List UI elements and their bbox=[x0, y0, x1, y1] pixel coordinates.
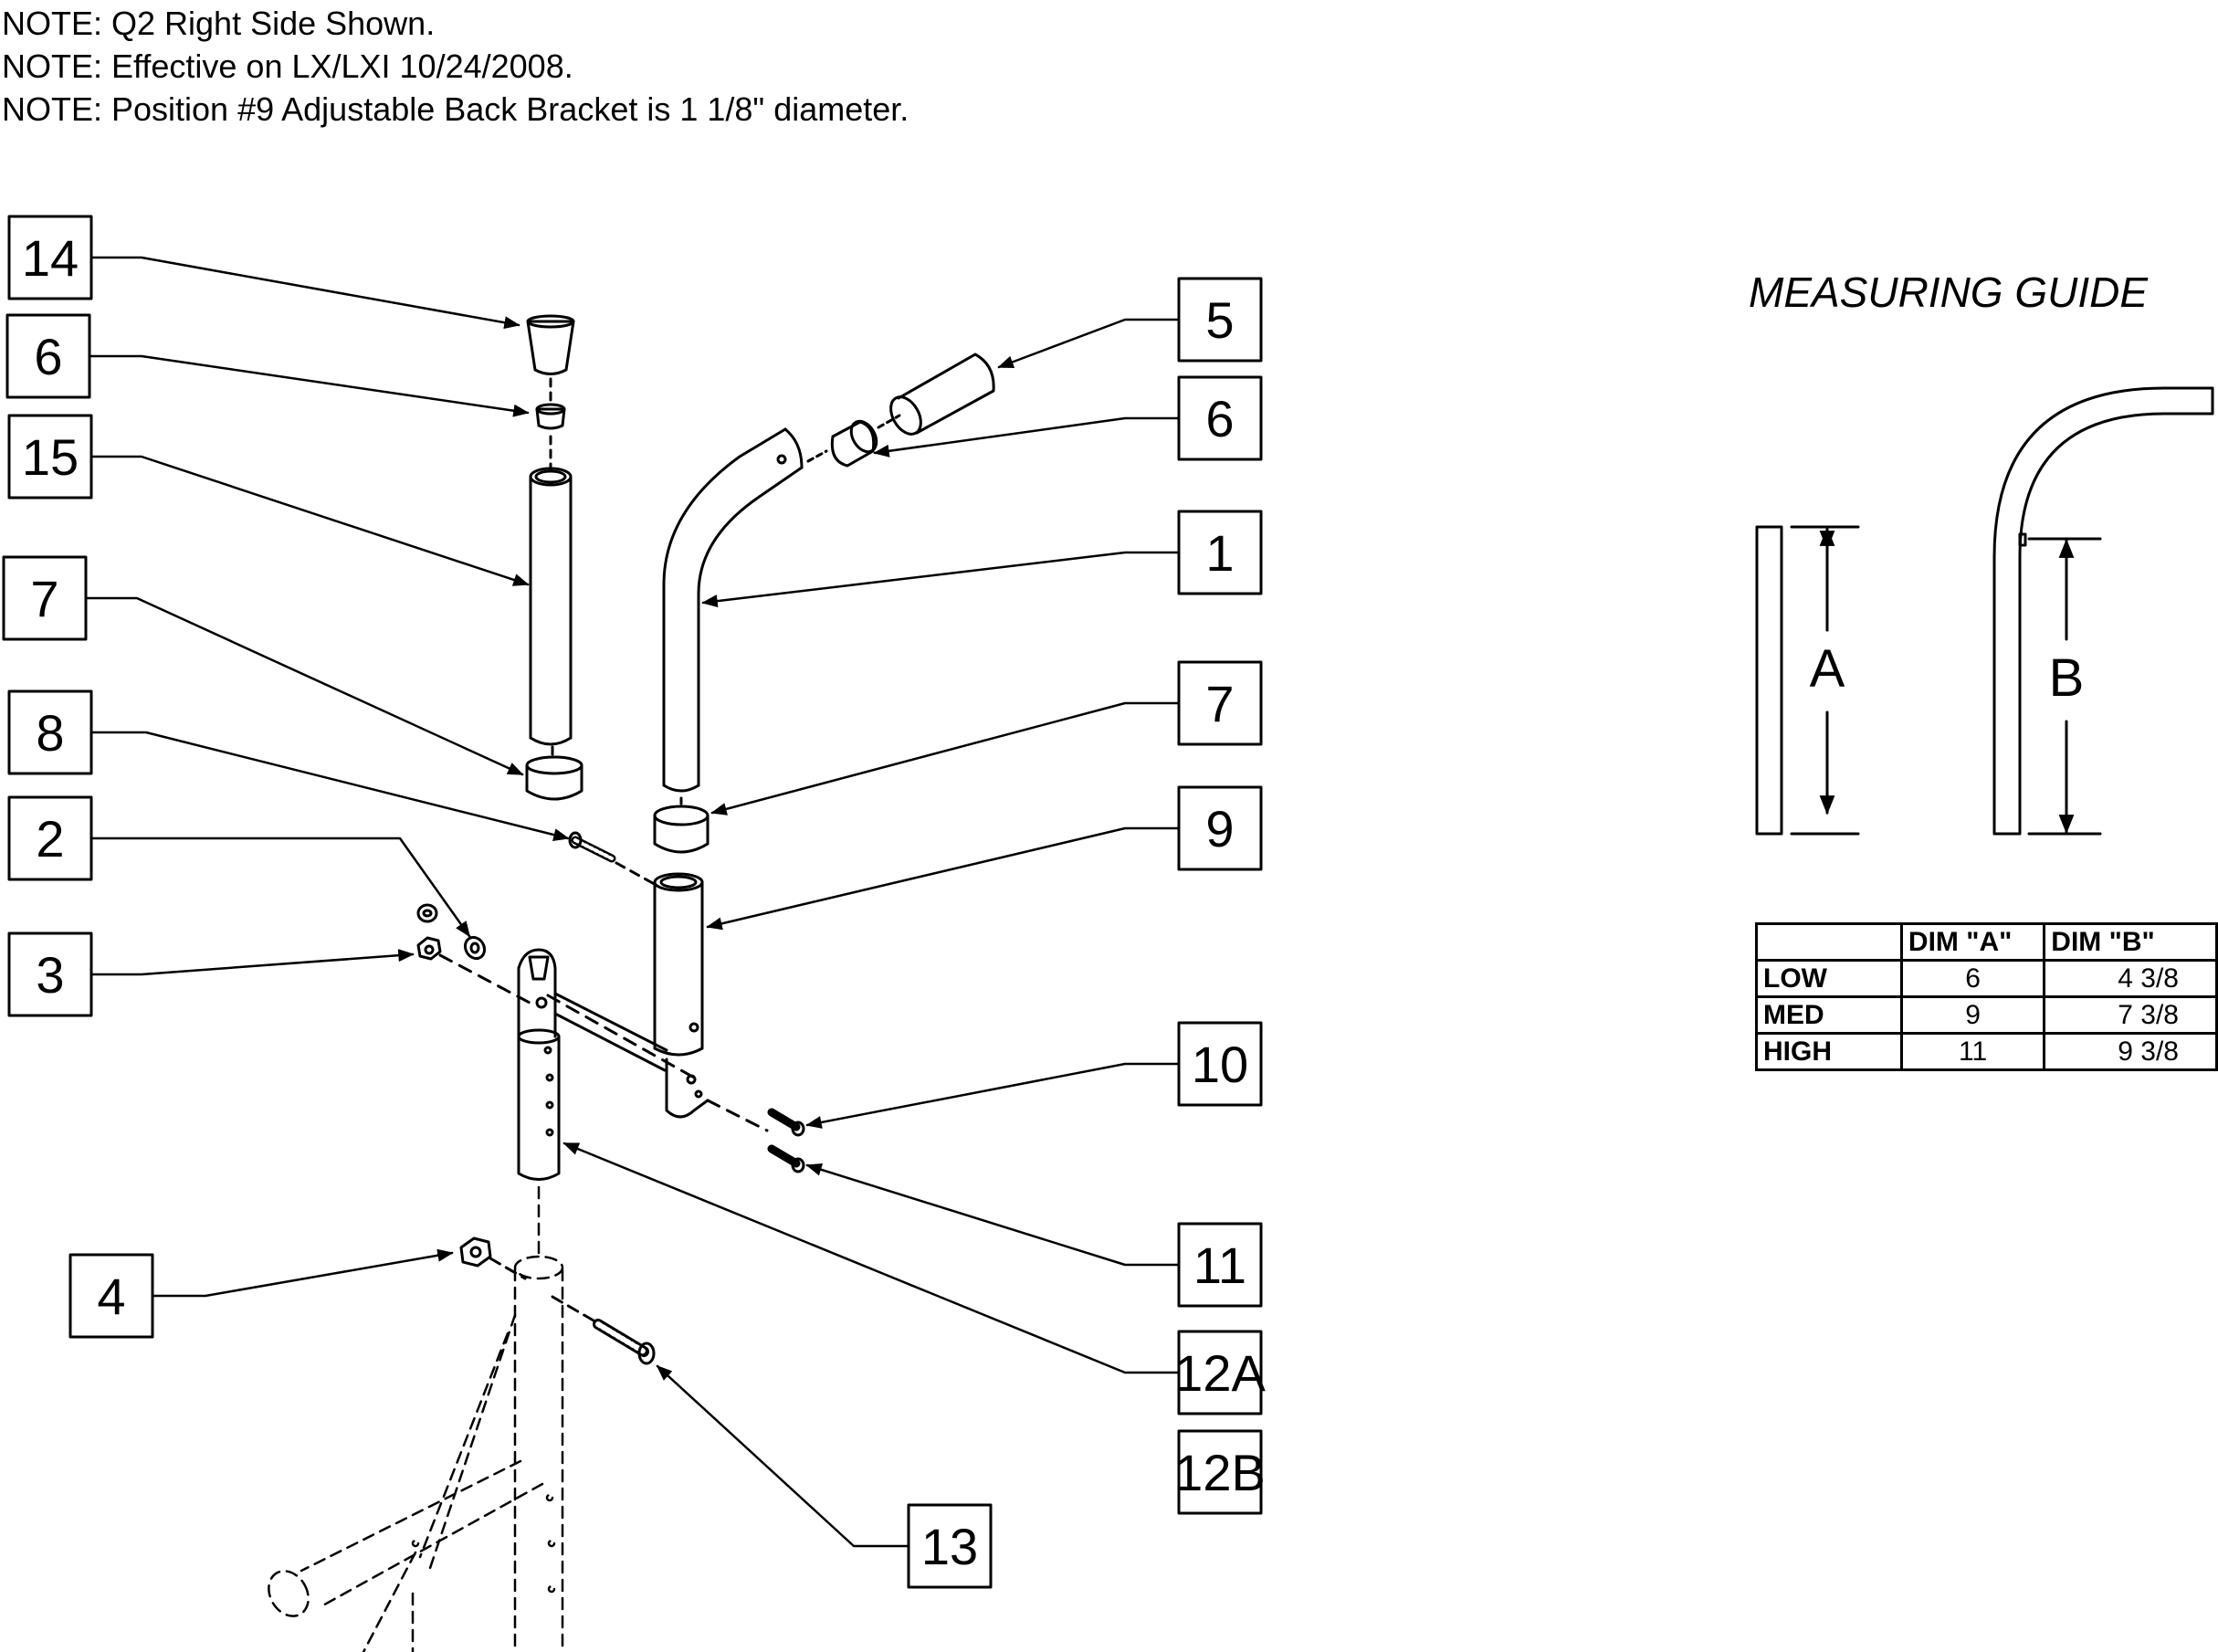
callout-label: 4 bbox=[97, 1268, 125, 1325]
leader-line bbox=[89, 949, 415, 976]
callout-label: 7 bbox=[30, 570, 58, 627]
callout-label: 2 bbox=[36, 810, 64, 868]
measuring-guide-straight-cane bbox=[1755, 525, 1860, 836]
part-bushing bbox=[525, 755, 583, 801]
table-row: MED 9 7 3/8 bbox=[1755, 995, 2218, 1035]
leader-line bbox=[873, 416, 1181, 458]
table-cell: 4 3/8 bbox=[2043, 959, 2218, 998]
measuring-guide-title: MEASURING GUIDE bbox=[1749, 268, 2149, 316]
part-screw bbox=[568, 831, 616, 863]
part-nut bbox=[459, 1236, 492, 1268]
callout-label: 6 bbox=[34, 328, 62, 385]
callout-box-10 bbox=[1177, 1021, 1263, 1107]
part-plug bbox=[535, 403, 566, 430]
leader-line bbox=[89, 256, 520, 330]
leader-line bbox=[710, 701, 1181, 815]
part-bolt bbox=[593, 1319, 656, 1365]
part-washer bbox=[416, 903, 487, 961]
table-cell: MED bbox=[1755, 995, 1903, 1035]
dimension-table: DIM "A" DIM "B" LOW 6 4 3/8 MED 9 7 3/8 … bbox=[1755, 922, 2218, 1071]
notes-block: NOTE: Q2 Right Side Shown. NOTE: Effecti… bbox=[2, 2, 909, 131]
table-cell: 7 3/8 bbox=[2043, 995, 2218, 1035]
dim-a-label: A bbox=[1810, 639, 1845, 699]
callout-label: 1 bbox=[1205, 524, 1234, 582]
callout-label: 5 bbox=[1205, 291, 1234, 349]
callout-box-15 bbox=[7, 414, 93, 500]
part-grip bbox=[889, 352, 995, 436]
callout-label: 10 bbox=[1192, 1036, 1248, 1093]
callout-label: 11 bbox=[1193, 1236, 1246, 1294]
callout-label: 3 bbox=[36, 946, 64, 1004]
callout-box-7r bbox=[1177, 660, 1263, 746]
note-line: NOTE: Position #9 Adjustable Back Bracke… bbox=[2, 90, 909, 128]
leader-line bbox=[562, 1142, 1181, 1374]
table-cell: 9 bbox=[1899, 995, 2046, 1035]
leader-line bbox=[89, 837, 471, 938]
callout-label: 9 bbox=[1205, 800, 1234, 858]
callout-box-4 bbox=[68, 1253, 154, 1339]
leader-line bbox=[706, 826, 1181, 931]
leader-line bbox=[701, 551, 1181, 608]
part-bracket bbox=[517, 948, 668, 1181]
callout-box-12a bbox=[1177, 1330, 1263, 1415]
callout-label: 14 bbox=[22, 229, 79, 287]
part-end-cap bbox=[526, 314, 575, 375]
note-line: NOTE: Effective on LX/LXI 10/24/2008. bbox=[2, 47, 573, 85]
leader-line bbox=[997, 318, 1181, 369]
leader-line bbox=[88, 354, 530, 417]
part-screw bbox=[767, 1108, 805, 1173]
note-line: NOTE: Q2 Right Side Shown. bbox=[2, 5, 436, 42]
table-header-row: DIM "A" DIM "B" bbox=[1755, 922, 2218, 962]
callout-box-6r bbox=[1177, 375, 1263, 461]
leader-line bbox=[89, 731, 570, 841]
callout-label: 6 bbox=[1205, 390, 1234, 447]
leader-line bbox=[805, 1163, 1181, 1267]
callout-box-6 bbox=[5, 313, 91, 399]
table-cell: 6 bbox=[1899, 959, 2046, 998]
leader-line bbox=[656, 1364, 910, 1548]
leader-line bbox=[84, 596, 524, 776]
callout-label: 15 bbox=[22, 428, 79, 486]
part-back-cane bbox=[662, 427, 804, 793]
callout-box-9 bbox=[1177, 785, 1263, 871]
part-nut bbox=[416, 936, 442, 961]
leader-line bbox=[89, 455, 530, 586]
table-header-cell: DIM "B" bbox=[2043, 922, 2218, 962]
table-header-cell bbox=[1755, 922, 1903, 962]
table-header-cell: DIM "A" bbox=[1899, 922, 2046, 962]
table-row: LOW 6 4 3/8 bbox=[1755, 959, 2218, 998]
wheelchair-frame bbox=[268, 1185, 564, 1652]
callout-label: 8 bbox=[36, 704, 64, 762]
table-cell: 9 3/8 bbox=[2043, 1032, 2218, 1071]
callout-label: 12B bbox=[1174, 1444, 1266, 1501]
table-cell: HIGH bbox=[1755, 1032, 1903, 1071]
callout-box-1 bbox=[1177, 510, 1263, 595]
callout-label: 13 bbox=[921, 1518, 978, 1575]
leader-line bbox=[805, 1062, 1181, 1129]
table-cell: 11 bbox=[1899, 1032, 2046, 1071]
part-bushing bbox=[653, 805, 710, 854]
measuring-guide-bent-cane bbox=[1992, 386, 2214, 836]
table-cell: LOW bbox=[1755, 959, 1903, 998]
leader-line bbox=[151, 1248, 454, 1298]
dim-b-label: B bbox=[2049, 648, 2085, 708]
callout-label: 12A bbox=[1174, 1344, 1266, 1402]
callout-label: 7 bbox=[1205, 675, 1234, 732]
callout-box-2 bbox=[7, 795, 93, 881]
callout-box-7 bbox=[2, 555, 88, 641]
part-back-bracket bbox=[653, 872, 710, 1119]
callout-box-13 bbox=[907, 1503, 993, 1589]
part-plug bbox=[830, 419, 878, 468]
table-row: HIGH 11 9 3/8 bbox=[1755, 1032, 2218, 1071]
callout-box-12b bbox=[1177, 1429, 1263, 1515]
part-tube bbox=[529, 467, 573, 746]
